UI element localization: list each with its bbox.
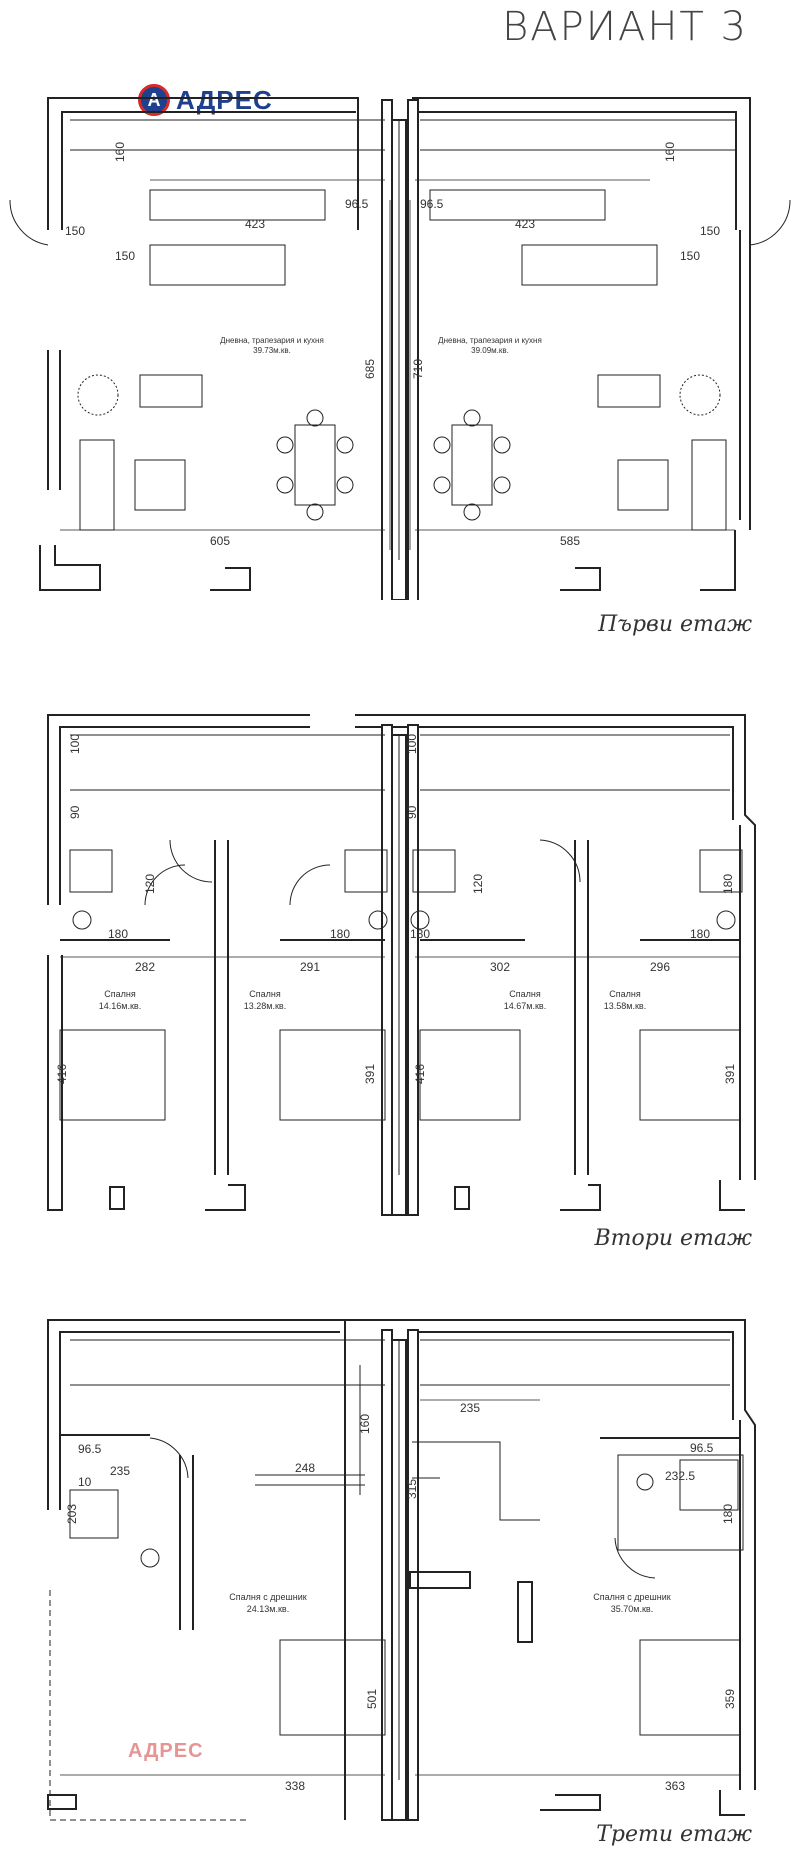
dim-label: 315 [405, 1479, 419, 1499]
dim-label: 96.5 [345, 197, 369, 211]
dim-label: 282 [135, 960, 155, 974]
dim-label: 160 [113, 142, 127, 162]
room-area: 35.70м.кв. [611, 1604, 653, 1614]
dim-label: 291 [300, 960, 320, 974]
room-area: 24.13м.кв. [247, 1604, 289, 1614]
dim-label: 416 [413, 1064, 427, 1084]
dim-label: 296 [650, 960, 670, 974]
dim-label: 391 [363, 1064, 377, 1084]
logo-icon: А [138, 84, 170, 116]
dim-label: 150 [680, 249, 700, 263]
dim-label: 248 [295, 1461, 315, 1475]
plan-title: ВАРИАНТ 3 [502, 4, 748, 50]
dim-label: 423 [245, 217, 265, 231]
dim-label: 100 [405, 734, 419, 754]
dim-label: 423 [515, 217, 535, 231]
room-name: Спалня с дрешник [229, 1592, 306, 1602]
watermark: АДРЕС [128, 1740, 204, 1762]
dim-label: 96.5 [690, 1441, 714, 1455]
dim-label: 180 [410, 927, 430, 941]
dim-label: 150 [115, 249, 135, 263]
dim-label: 203 [65, 1504, 79, 1524]
dim-label: 160 [663, 142, 677, 162]
room-name: Спалня [609, 989, 641, 999]
dim-label: 120 [471, 874, 485, 894]
dim-label: 90 [405, 805, 419, 819]
room-area: 13.58м.кв. [604, 1001, 646, 1011]
dim-label: 338 [285, 1779, 305, 1793]
room-area: 39.73м.кв. [253, 346, 291, 355]
dim-label: 359 [723, 1689, 737, 1709]
room-area: 39.09м.кв. [471, 346, 509, 355]
dim-label: 100 [68, 734, 82, 754]
room-name: Спалня с дрешник [593, 1592, 670, 1602]
floor-plan-1: 150 150 423 96.5 96.5 423 150 150 685 71… [9, 97, 791, 600]
room-name: Дневна, трапезария и кухня [438, 336, 542, 345]
room-area: 13.28м.кв. [244, 1001, 286, 1011]
dim-label: 235 [460, 1401, 480, 1415]
room-name: Спалня [509, 989, 541, 999]
dim-label: 685 [363, 359, 377, 379]
dim-label: 232.5 [665, 1469, 695, 1483]
dim-label: 501 [365, 1689, 379, 1709]
room-name: Спалня [249, 989, 281, 999]
floor-caption-1: Първи етаж [598, 612, 752, 637]
dim-label: 180 [108, 927, 128, 941]
room-name: Дневна, трапезария и кухня [220, 336, 324, 345]
dim-label: 10 [78, 1475, 92, 1489]
dim-label: 180 [721, 1504, 735, 1524]
dim-label: 180 [690, 927, 710, 941]
floor-plan-3: 96.5 235 248 160 315 235 96.5 232.5 180 … [47, 1319, 756, 1821]
dim-label: 120 [143, 874, 157, 894]
room-name: Спалня [104, 989, 136, 999]
dim-label: 96.5 [420, 197, 444, 211]
dim-label: 96.5 [78, 1442, 102, 1456]
dim-label: 416 [55, 1064, 69, 1084]
logo-text: АДРЕС [176, 84, 273, 115]
dim-label: 180 [330, 927, 350, 941]
room-area: 14.67м.кв. [504, 1001, 546, 1011]
brand-logo: А АДРЕС [138, 84, 273, 116]
room-area: 14.16м.кв. [99, 1001, 141, 1011]
dim-label: 585 [560, 534, 580, 548]
dim-label: 90 [68, 805, 82, 819]
floor-caption-2: Втори етаж [594, 1226, 752, 1251]
dim-label: 302 [490, 960, 510, 974]
dim-label: 363 [665, 1779, 685, 1793]
dim-label: 391 [723, 1064, 737, 1084]
dim-label: 180 [721, 874, 735, 894]
floor-caption-3: Трети етаж [596, 1822, 752, 1847]
dim-label: 235 [110, 1464, 130, 1478]
dim-label: 710 [411, 359, 425, 379]
dim-label: 150 [700, 224, 720, 238]
floor-plan-2: 100 90 100 90 180 282 180 291 180 302 18… [47, 714, 756, 1216]
dim-label: 150 [65, 224, 85, 238]
dim-label: 160 [358, 1414, 372, 1434]
dim-label: 605 [210, 534, 230, 548]
